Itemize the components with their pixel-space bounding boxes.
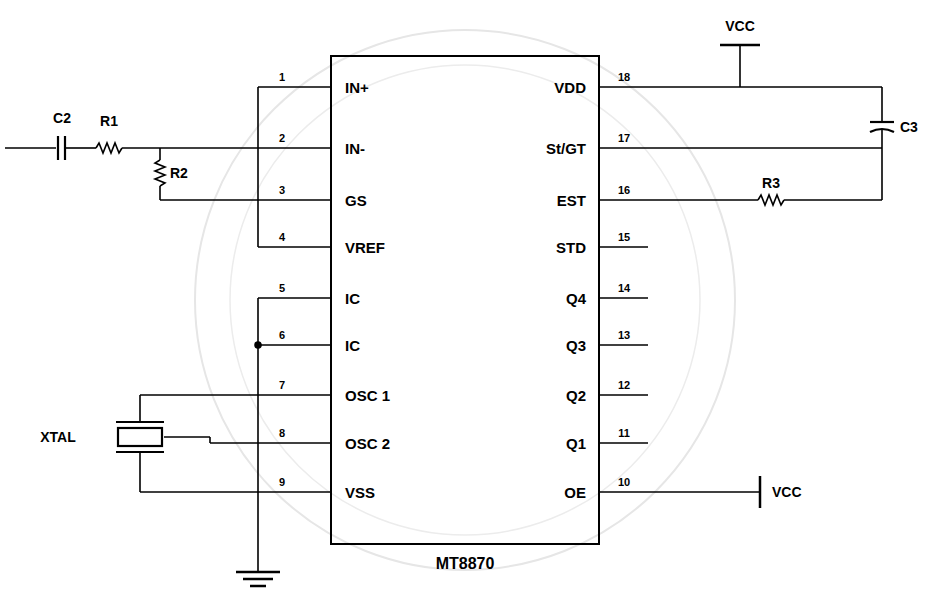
pin-number: 14	[618, 283, 630, 294]
pin-name: IC	[345, 291, 360, 306]
part-name: R2	[170, 166, 188, 180]
pin-name: St/GT	[546, 141, 586, 156]
pin-name: OE	[564, 485, 586, 500]
pin-name: IN+	[345, 80, 369, 95]
pin-number: 13	[618, 330, 630, 341]
wire	[159, 148, 161, 160]
pin-name: IC	[345, 338, 360, 353]
pin-number: 12	[618, 380, 630, 391]
capacitor-symbol	[58, 136, 65, 160]
pin-number: 5	[279, 283, 285, 294]
pin-number: 11	[618, 428, 630, 439]
chip-name: MT8870	[332, 555, 598, 573]
pin-number: 6	[279, 330, 285, 341]
ground-symbol	[236, 572, 280, 586]
pin-number: 4	[279, 232, 285, 243]
pin-number: 16	[618, 185, 630, 196]
pin-name: Q4	[566, 291, 586, 306]
part-name: XTAL	[40, 430, 76, 444]
watermark-seal	[195, 30, 735, 570]
pin-number: 7	[279, 380, 285, 391]
junction-dot	[255, 342, 261, 348]
pin-name: Q3	[566, 338, 586, 353]
pin-name: VREF	[345, 240, 385, 255]
part-name: C2	[53, 111, 71, 125]
pin-name: Q1	[566, 436, 586, 451]
pin-number: 15	[618, 232, 630, 243]
pin-name: Q2	[566, 388, 586, 403]
pin-name: OSC 1	[345, 388, 390, 403]
pin-name: VSS	[345, 485, 375, 500]
pin-number: 3	[279, 185, 285, 196]
part-name: R3	[762, 176, 780, 190]
wire	[65, 147, 96, 149]
part-name: VCC	[725, 19, 755, 33]
wire	[784, 199, 882, 201]
pin-name: STD	[556, 240, 586, 255]
pin-name: GS	[345, 193, 367, 208]
resistor-symbol	[758, 195, 784, 205]
pin-leads	[600, 87, 882, 492]
part-name: VCC	[772, 485, 802, 499]
pin-leads	[140, 87, 330, 572]
pin-name: VDD	[554, 80, 586, 95]
pin-number: 10	[618, 477, 630, 488]
pin-name: IN-	[345, 141, 365, 156]
wire	[739, 45, 741, 87]
wire	[881, 129, 883, 200]
resistor-symbol	[96, 143, 122, 153]
pin-name: OSC 2	[345, 436, 390, 451]
resistor-symbol	[155, 160, 165, 186]
wire	[881, 87, 883, 122]
crystal-symbol	[116, 395, 258, 492]
part-name: C3	[900, 120, 918, 134]
part-name: R1	[100, 114, 118, 128]
wire	[122, 147, 160, 149]
vcc-symbol	[759, 476, 762, 508]
pin-number: 1	[279, 72, 285, 83]
wire	[159, 186, 161, 200]
pin-number: 8	[279, 428, 285, 439]
pin-number: 2	[279, 133, 285, 144]
pin-number: 18	[618, 72, 630, 83]
pin-name: EST	[557, 193, 586, 208]
pin-number: 17	[618, 133, 630, 144]
watermark-seal	[230, 65, 700, 535]
pin-number: 9	[279, 477, 285, 488]
ic-package: MT8870	[330, 55, 600, 545]
input-wire	[5, 147, 56, 149]
